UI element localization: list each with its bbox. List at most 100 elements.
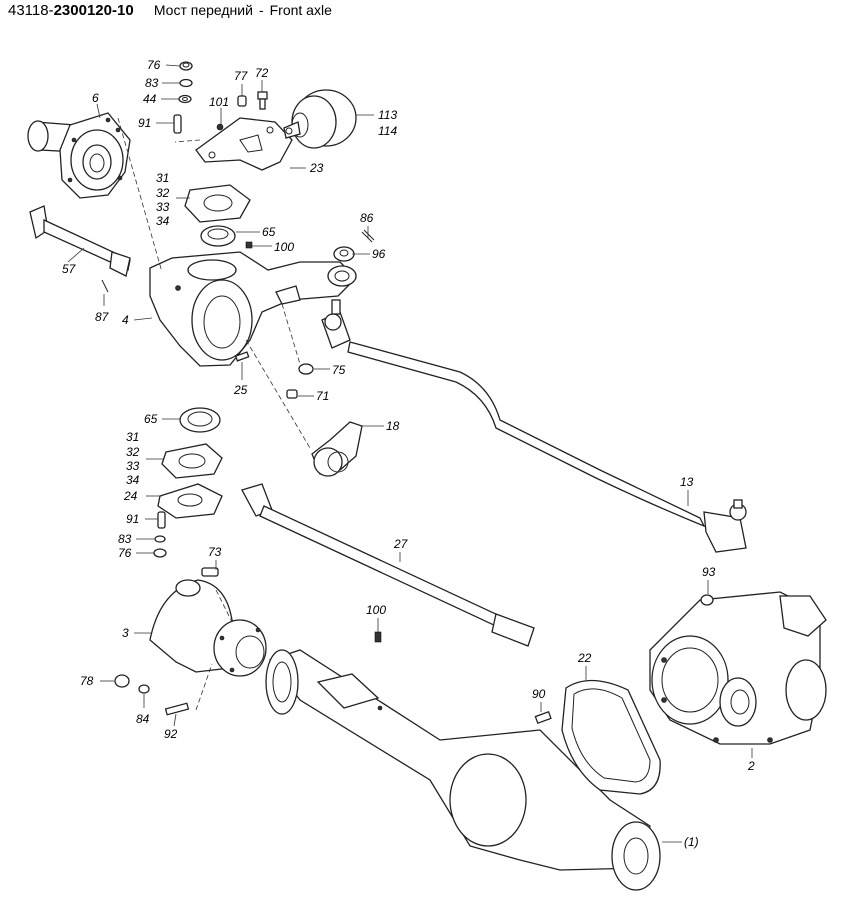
- callout-72: 72: [255, 66, 269, 80]
- callout-32-lower: 32: [126, 445, 140, 459]
- callout-34: 34: [156, 214, 170, 228]
- callout-31: 31: [156, 171, 169, 185]
- callout-100-lower: 100: [366, 603, 386, 617]
- title-english: Front axle: [269, 2, 332, 18]
- callout-86: 86: [360, 211, 374, 225]
- bolt-72: [257, 91, 268, 110]
- gasket-31-34-lower: [161, 443, 223, 479]
- pin-87: [101, 279, 109, 293]
- callout-3: 3: [122, 626, 129, 640]
- bolt-77: [237, 95, 247, 107]
- callout-91: 91: [138, 116, 151, 130]
- diagram-title: 43118-2300120-10 Мост передний-Front axl…: [8, 2, 332, 19]
- callout-73: 73: [208, 545, 222, 559]
- pin-25: [234, 351, 250, 362]
- title-separator: -: [258, 2, 264, 18]
- half-shaft-27: [241, 483, 535, 647]
- bolt-101: [216, 123, 224, 131]
- callout-90: 90: [532, 687, 546, 701]
- stud-92: [164, 702, 190, 716]
- leader: [241, 80, 263, 96]
- callout-34-lower: 34: [126, 473, 140, 487]
- callout-75: 75: [332, 363, 346, 377]
- callout-78: 78: [80, 674, 94, 688]
- oil-seal-65-upper: [200, 225, 236, 247]
- callout-27: 27: [393, 537, 409, 551]
- catalog-number: 2300120-10: [53, 2, 134, 19]
- stud-91-lower: [157, 511, 166, 529]
- flange-24: [157, 483, 223, 519]
- callout-83-lower: 83: [118, 532, 132, 546]
- leader: [133, 317, 153, 321]
- callout-25: 25: [233, 383, 248, 397]
- brake-chamber-113: [283, 89, 357, 149]
- callout-76-lower: 76: [118, 546, 132, 560]
- knuckle-housing-4: [149, 251, 357, 367]
- callout-1: (1): [684, 835, 699, 849]
- tie-rod-13: [321, 299, 747, 553]
- grease-fitting-100-lower: [374, 631, 382, 643]
- callout-44: 44: [143, 92, 157, 106]
- callout-24: 24: [123, 489, 138, 503]
- bolt-73: [201, 567, 219, 577]
- washer-83-top: [179, 78, 193, 88]
- grease-fitting-100-upper: [245, 241, 253, 249]
- callout-2: 2: [747, 759, 755, 773]
- callout-4: 4: [122, 313, 129, 327]
- bolt-71: [286, 389, 298, 399]
- nut-75: [298, 363, 314, 375]
- callout-91-lower: 91: [126, 512, 139, 526]
- title-russian: Мост передний: [153, 2, 253, 18]
- callout-31-lower: 31: [126, 430, 139, 444]
- callout-92: 92: [164, 727, 178, 741]
- axle-housing-1: [265, 649, 661, 891]
- callout-100: 100: [274, 240, 294, 254]
- diff-housing-3: [149, 579, 267, 677]
- assembly-line: [195, 589, 233, 711]
- differential-carrier-2: [649, 591, 827, 745]
- callout-101: 101: [209, 95, 229, 109]
- nut-78: [114, 674, 130, 688]
- plug-90: [534, 710, 552, 724]
- callout-33-lower: 33: [126, 459, 140, 473]
- washer-83-lower: [154, 535, 166, 543]
- leader: [173, 713, 177, 727]
- callout-84: 84: [136, 712, 150, 726]
- assembly-line: [117, 117, 163, 273]
- callout-96: 96: [372, 247, 386, 261]
- callout-6: 6: [92, 91, 99, 105]
- assembly-line: [174, 139, 201, 143]
- castle-nut-96: [333, 246, 355, 262]
- assembly-line: [245, 339, 311, 449]
- callout-57: 57: [62, 262, 77, 276]
- axle-shaft-57: [29, 205, 131, 277]
- knuckle-flange-6: [27, 112, 131, 199]
- gasket-31-34-upper: [184, 184, 251, 223]
- callout-83: 83: [145, 76, 159, 90]
- leader: [67, 247, 85, 263]
- nut-76-top: [179, 61, 193, 71]
- leader: [165, 64, 181, 67]
- callout-18: 18: [386, 419, 400, 433]
- steering-arm-18: [311, 421, 363, 477]
- callout-33: 33: [156, 200, 170, 214]
- brake-bracket-23: [195, 117, 293, 171]
- callout-65: 65: [262, 225, 276, 239]
- callout-32: 32: [156, 186, 170, 200]
- callout-23: 23: [309, 161, 324, 175]
- catalog-prefix: 43118-: [8, 2, 54, 19]
- callout-87: 87: [95, 310, 110, 324]
- callout-93: 93: [702, 565, 716, 579]
- callout-71: 71: [316, 389, 329, 403]
- stud-91-top: [173, 114, 182, 134]
- gasket-22: [561, 679, 661, 795]
- cotter-pin-86: [361, 229, 375, 243]
- callout-76: 76: [147, 58, 161, 72]
- callout-114: 114: [378, 124, 397, 138]
- callout-22: 22: [577, 651, 592, 665]
- leader: [96, 103, 101, 119]
- callout-77: 77: [234, 69, 249, 83]
- callout-13: 13: [680, 475, 694, 489]
- assembly-line: [281, 303, 301, 365]
